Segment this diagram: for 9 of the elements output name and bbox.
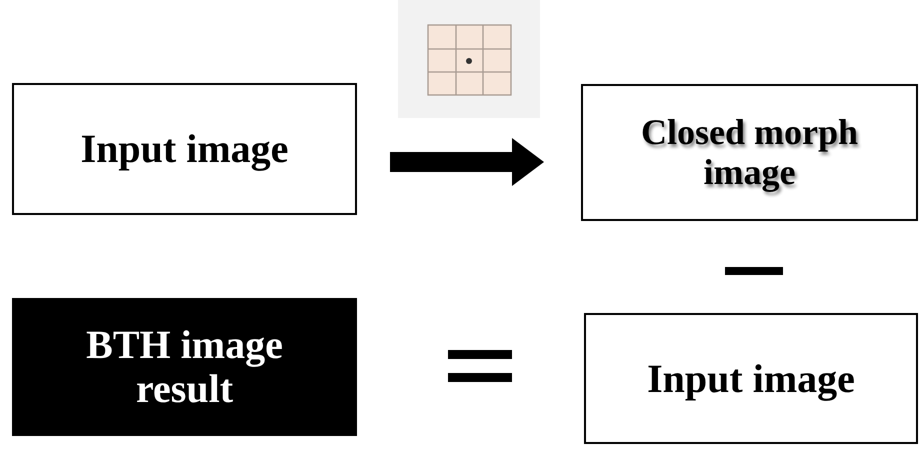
box-label: Input image xyxy=(80,127,290,171)
result-box xyxy=(12,298,357,436)
box-label: BTH image result xyxy=(85,323,284,411)
box-label: Input image xyxy=(646,356,856,400)
process-box xyxy=(12,83,357,215)
process-box xyxy=(584,313,918,444)
box-label: Closed morph image xyxy=(640,112,860,192)
process-box xyxy=(581,84,918,221)
arrow xyxy=(390,138,544,186)
